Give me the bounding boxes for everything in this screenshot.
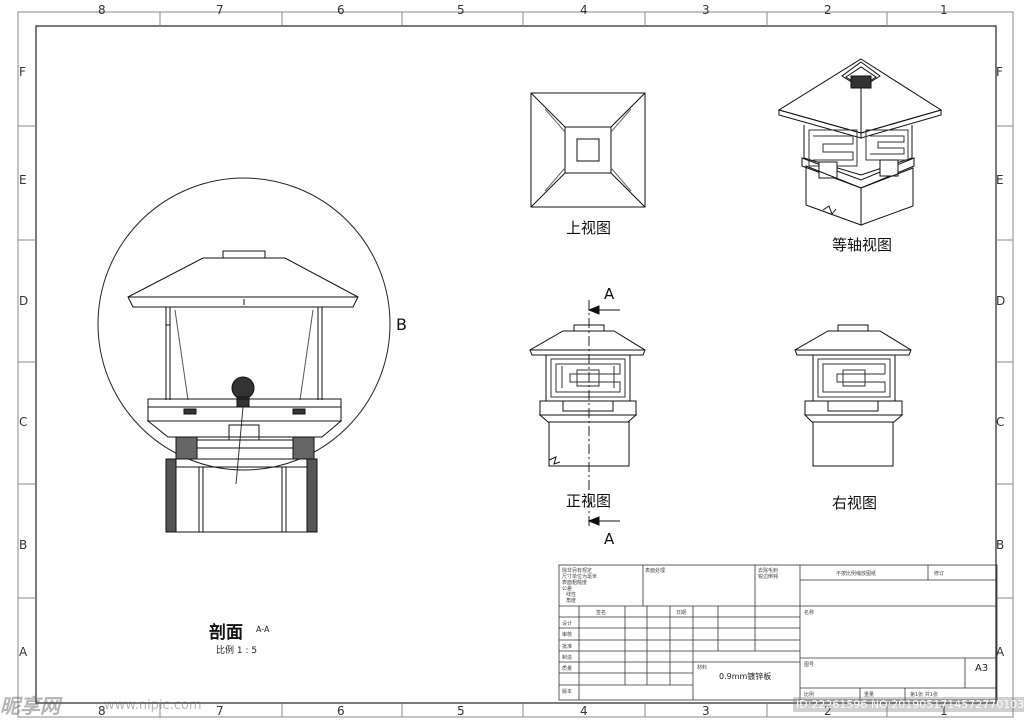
detail-label: B bbox=[396, 315, 407, 334]
tb-date-header: 日期 bbox=[676, 610, 687, 616]
tb-material-label: 材料 bbox=[697, 665, 708, 671]
tb-top-mid: 不按比例缩放图纸 bbox=[836, 571, 877, 577]
zone-column-label: 1 bbox=[940, 704, 948, 718]
zone-column-label: 5 bbox=[457, 3, 465, 17]
section-title: 剖面 bbox=[209, 623, 243, 643]
title-block bbox=[558, 564, 998, 701]
watermark-logo: 昵享网 bbox=[0, 694, 60, 718]
zone-column-label: 1 bbox=[940, 3, 948, 17]
top-view bbox=[530, 92, 646, 208]
right-view-label: 右视图 bbox=[832, 494, 878, 512]
zone-column-label: 5 bbox=[457, 704, 465, 718]
section-scale: 比例 1 : 5 bbox=[216, 646, 258, 656]
tb-finish: 表面处理 bbox=[645, 568, 666, 574]
zone-row-label: C bbox=[19, 415, 28, 429]
tb-name-header: 签名 bbox=[596, 610, 607, 616]
tb-drawing-no: 图号 bbox=[804, 662, 815, 668]
tb-sheet: 第1张 共1张 bbox=[910, 692, 938, 698]
zone-column-label: 8 bbox=[98, 3, 106, 17]
zone-row-label: D bbox=[996, 294, 1006, 308]
zone-column-label: 2 bbox=[824, 3, 832, 17]
zone-column-label: 6 bbox=[337, 3, 345, 17]
zone-row-label: F bbox=[996, 65, 1003, 79]
cut-label-bottom: A bbox=[604, 530, 615, 548]
outer-frame bbox=[17, 11, 1014, 718]
zone-row-label: D bbox=[19, 294, 29, 308]
tb-note-2: 表面粗糙度 bbox=[562, 580, 588, 586]
zone-column-label: 4 bbox=[580, 704, 588, 718]
zone-row-label: A bbox=[996, 645, 1005, 659]
tb-rev: 版本 bbox=[562, 689, 573, 695]
zone-column-label: 8 bbox=[98, 704, 106, 718]
tb-row-2: 批准 bbox=[562, 644, 573, 650]
zone-column-label: 2 bbox=[824, 704, 832, 718]
iso-view-label: 等轴视图 bbox=[832, 236, 893, 254]
front-view-label: 正视图 bbox=[566, 492, 612, 510]
tb-material: 0.9mm镀锌板 bbox=[719, 672, 772, 681]
zone-row-label: C bbox=[996, 415, 1005, 429]
zone-row-label: B bbox=[996, 538, 1005, 552]
zone-column-label: 4 bbox=[580, 3, 588, 17]
iso-view bbox=[777, 58, 943, 226]
zone-column-label: 7 bbox=[216, 3, 224, 17]
tb-row-0: 设计 bbox=[562, 621, 573, 627]
tb-note-0: 除非另有规定 bbox=[562, 568, 593, 574]
zone-row-label: F bbox=[19, 65, 26, 79]
tb-note-5: 角度 bbox=[566, 598, 577, 604]
top-view-label: 上视图 bbox=[566, 219, 612, 237]
zone-column-label: 7 bbox=[216, 704, 224, 718]
front-view bbox=[529, 300, 646, 526]
zone-ticks bbox=[18, 12, 1013, 717]
tb-note-3: 公差 bbox=[562, 586, 573, 592]
tb-size: A3 bbox=[975, 663, 989, 674]
tb-note-1: 尺寸单位为毫米 bbox=[562, 574, 598, 580]
tb-note-4: 线性 bbox=[566, 592, 577, 598]
zone-row-label: E bbox=[996, 173, 1004, 187]
section-view bbox=[97, 177, 391, 533]
cut-label-top: A bbox=[604, 285, 615, 303]
tb-weight: 重量 bbox=[864, 692, 875, 698]
tb-row-3: 制造 bbox=[562, 655, 573, 661]
section-tag: A-A bbox=[256, 625, 270, 634]
zone-column-label: 3 bbox=[702, 3, 710, 17]
tb-scale: 比例 bbox=[804, 692, 815, 698]
tb-row-1: 审核 bbox=[562, 632, 573, 638]
zone-column-label: 3 bbox=[702, 704, 710, 718]
tb-deburr: 去除毛刺 bbox=[758, 568, 779, 574]
watermark-url: www.nipic.com bbox=[104, 698, 202, 713]
zone-column-label: 6 bbox=[337, 704, 345, 718]
right-view bbox=[794, 324, 912, 467]
tb-row-4: 质量 bbox=[562, 666, 573, 672]
zone-row-label: E bbox=[19, 173, 27, 187]
tb-title-label: 名称 bbox=[804, 610, 815, 616]
watermark-id: ID:22261596 NO:20190517145727701035 bbox=[793, 697, 1024, 712]
zone-row-label: B bbox=[19, 538, 28, 552]
tb-sharp: 锐边倒钝 bbox=[758, 574, 779, 580]
detail-circle bbox=[97, 177, 391, 471]
tb-top-right: 修订 bbox=[934, 571, 945, 577]
inner-frame bbox=[35, 25, 997, 704]
zone-row-label: A bbox=[19, 645, 28, 659]
